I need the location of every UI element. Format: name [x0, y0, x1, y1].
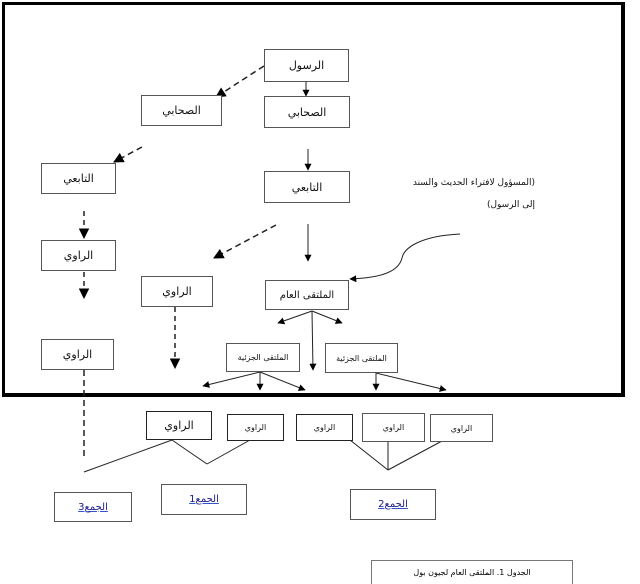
collection-1-link[interactable]: الجمع1 — [189, 494, 219, 505]
arrow-annotation-common-link — [349, 233, 461, 283]
collection-3-link[interactable]: الجمع3 — [78, 501, 108, 513]
node-narrator-mid: الراوي — [141, 276, 213, 307]
arrow-prophet-companion-side — [215, 65, 265, 98]
annotation-line-1: (المسؤول لافتراء الحديث والسند — [412, 178, 535, 188]
node-narrator-b2: الراوي — [227, 414, 284, 441]
arrow-common-down — [309, 310, 317, 371]
node-common-link: الملتقى العام — [265, 280, 349, 310]
node-narrator-b1: الراوي — [146, 411, 212, 440]
connector-b3 — [349, 439, 389, 471]
node-companion-main: الصحابي — [264, 96, 350, 128]
node-narrator-left-1: الراوي — [41, 240, 116, 271]
connector-b1b — [171, 439, 208, 465]
node-narrator-b4: الراوي — [362, 413, 425, 442]
node-collection-1: الجمع1 — [161, 484, 247, 515]
node-companion-side: الصحابي — [141, 95, 222, 126]
connector-b5 — [387, 440, 443, 471]
node-partial-link-1: الملتقى الجزئية — [226, 343, 300, 372]
node-narrator-b3: الراوي — [296, 414, 353, 441]
arrow-partial1-left — [202, 371, 261, 388]
arrow-successor-narrator-mid — [213, 224, 277, 259]
annotation-text: (المسؤول لافتراء الحديث والسند إلى الرسو… — [410, 172, 535, 216]
figure-caption: الجدول 1. الملتقى العام لجيون بول — [371, 560, 573, 584]
node-narrator-left-2: الراوي — [41, 339, 114, 370]
arrow-partial2-right — [375, 372, 447, 392]
node-narrator-b5: الراوي — [430, 414, 493, 442]
arrow-partial1-right — [259, 371, 306, 391]
diagram-frame — [2, 2, 625, 397]
collection-2-link[interactable]: الجمع2 — [378, 499, 408, 510]
arrow-companion-successor-side — [113, 146, 143, 163]
node-prophet: الرسول — [264, 49, 349, 82]
node-partial-link-2: الملتقى الجزئية — [325, 343, 398, 373]
arrow-common-partial-1 — [277, 310, 313, 325]
connector-b2 — [206, 439, 251, 465]
node-collection-3: الجمع3 — [54, 492, 132, 522]
node-successor-main: التابعي — [264, 171, 350, 203]
node-collection-2: الجمع2 — [350, 489, 436, 520]
arrow-common-partial-2 — [311, 310, 343, 324]
connector-b1 — [83, 439, 173, 473]
node-successor-side: التابعي — [41, 163, 116, 194]
annotation-line-2: إلى الرسول) — [486, 200, 535, 210]
